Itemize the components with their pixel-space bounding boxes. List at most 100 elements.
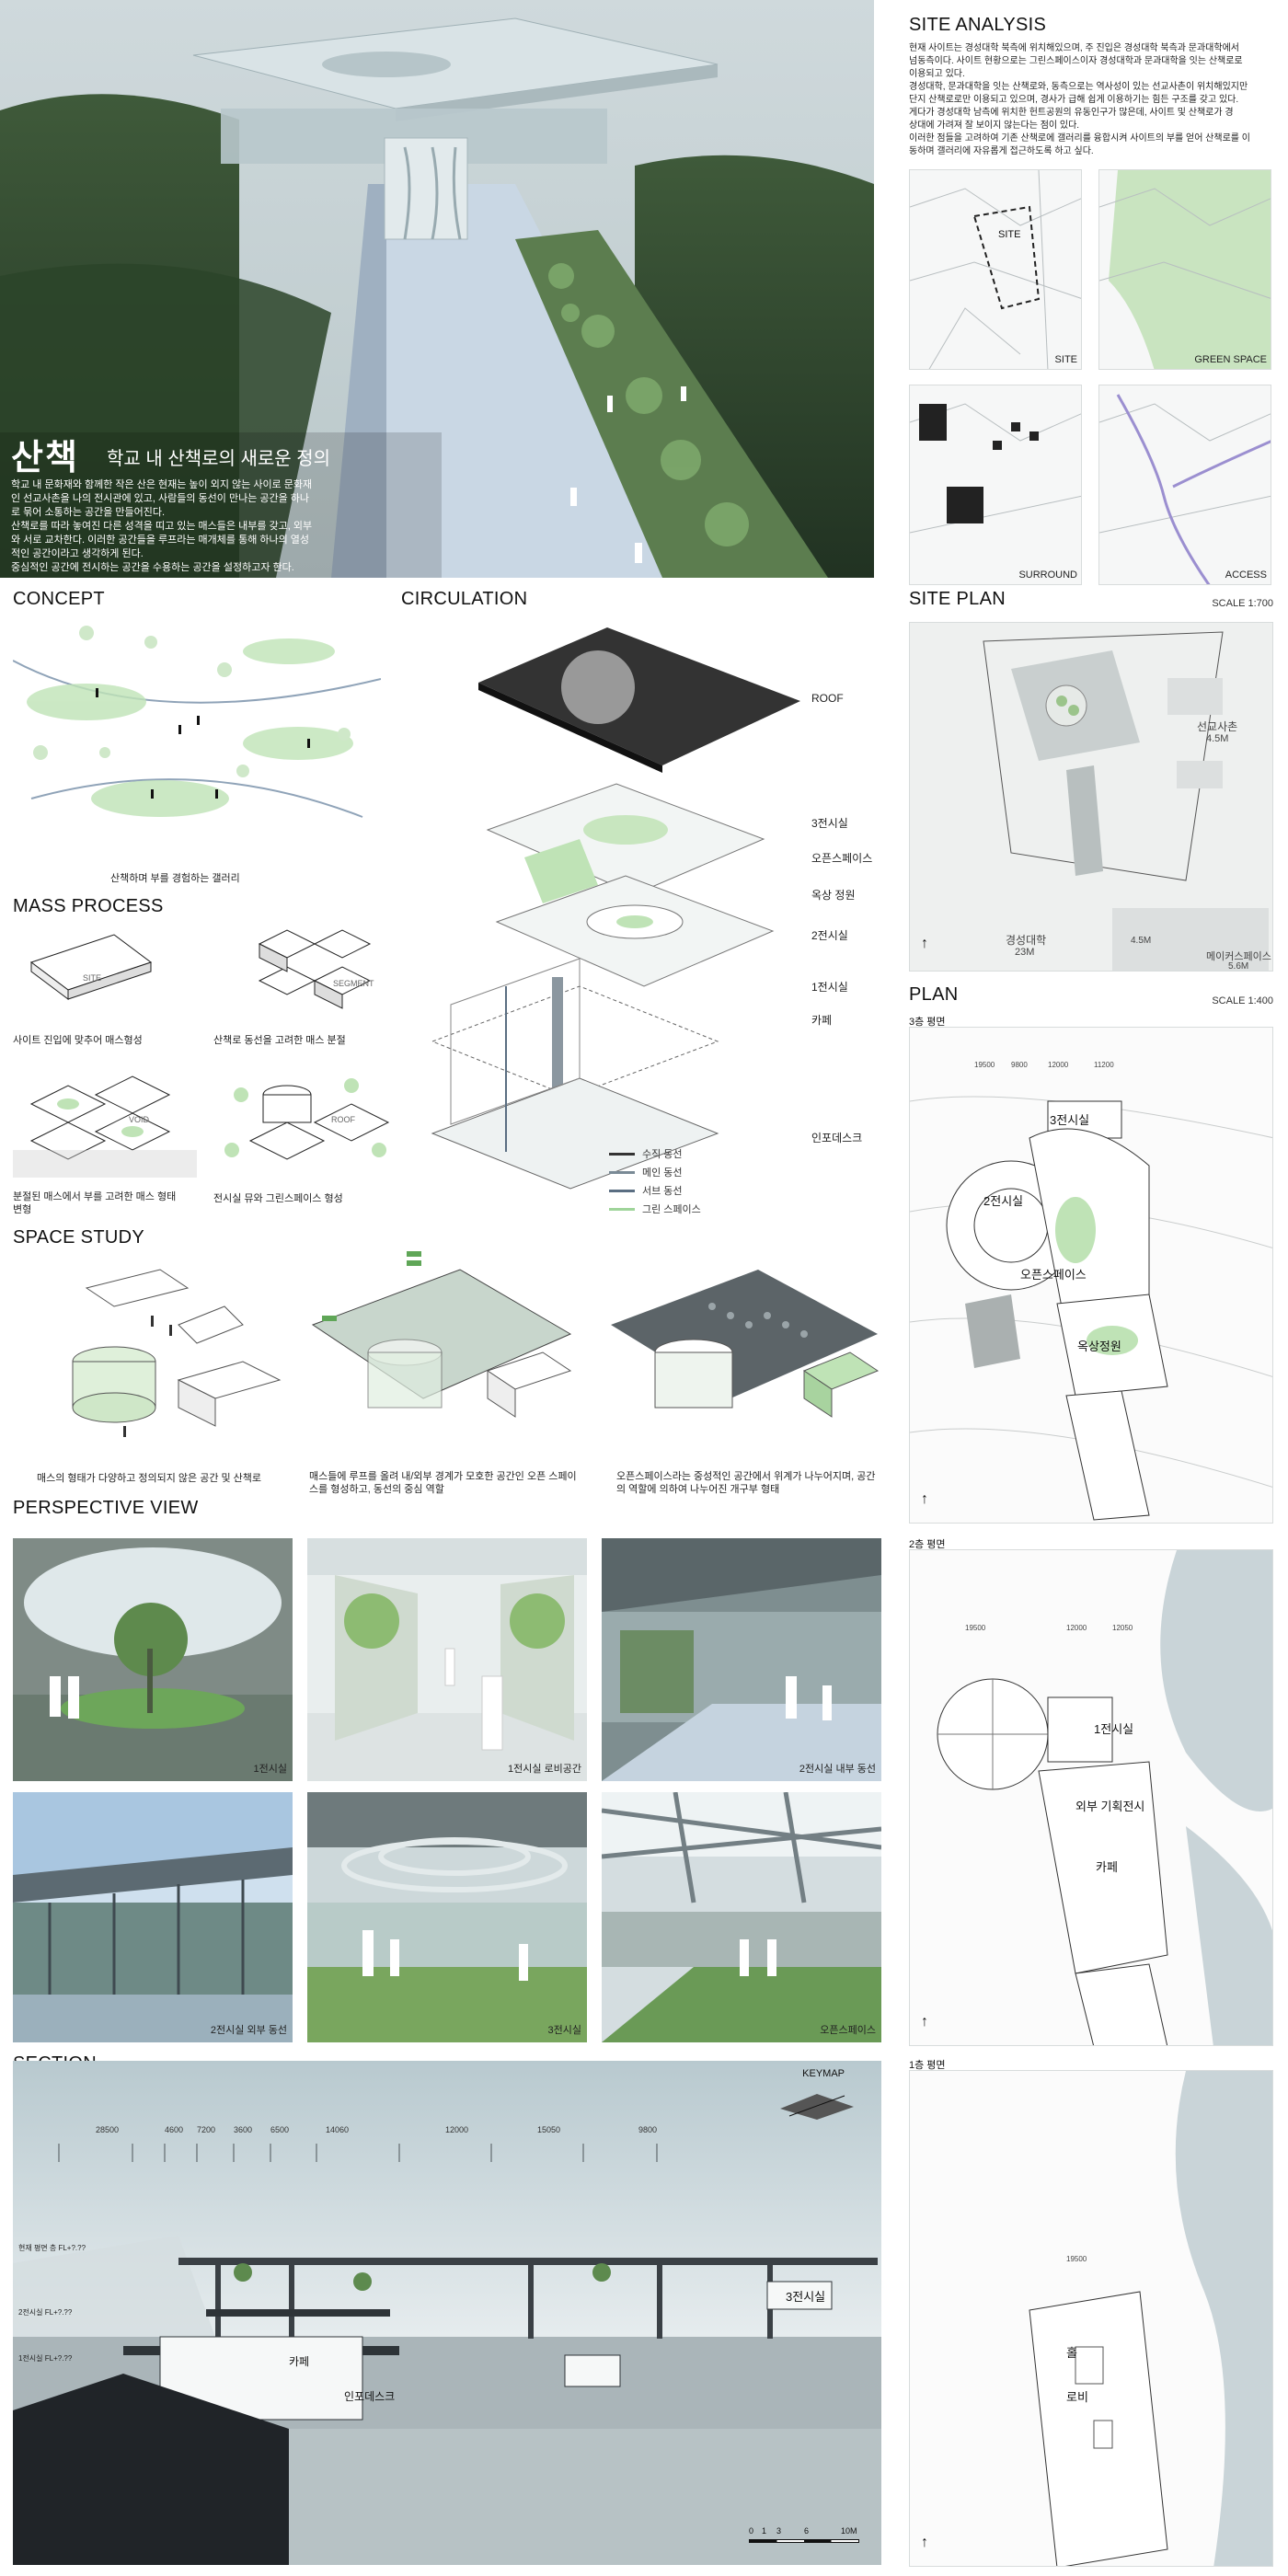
keymap-icon <box>780 2088 854 2122</box>
circ-label-2: 2전시실 <box>811 929 848 942</box>
floor1-room: 로비 <box>1066 2390 1088 2404</box>
floor1-dim: 19500 <box>1066 2255 1087 2263</box>
floor2-title: 2층 평면 <box>909 1539 946 1550</box>
mass-step-3 <box>13 1058 197 1178</box>
dim: 3600 <box>234 2125 253 2134</box>
floor1-plan: 홀 로비 19500 ↑ <box>909 2070 1273 2567</box>
legend-swatch <box>609 1170 635 1174</box>
section-level: 2전시실 FL+?.?? <box>18 2308 73 2317</box>
concept-diagram <box>12 615 382 863</box>
space-study-3 <box>602 1251 887 1444</box>
scale-mark: 6 <box>804 2526 810 2536</box>
plan-heading: PLAN <box>909 984 959 1005</box>
site-plan-label: 경성대학 <box>1006 934 1047 947</box>
site-analysis-paragraph: 현재 사이트는 경성대학 북측에 위치해있으며, 주 진입은 경성대학 북측과 … <box>909 42 1277 158</box>
circulation-heading: CIRCULATION <box>401 589 528 609</box>
site-analysis-line: 경성대학, 문과대학을 잇는 산책로와, 동측으로는 역사성이 있는 선교사촌이… <box>909 82 1248 92</box>
site-analysis-line: 동하며 갤러리에 자유롭게 접근하도록 하고 싶다. <box>909 146 1094 156</box>
site-map-label: SURROUND <box>1018 569 1077 581</box>
dim: 4600 <box>165 2125 184 2134</box>
floor3-room: 옥상정원 <box>1077 1340 1121 1353</box>
dim: 7200 <box>197 2125 216 2134</box>
mass-step-caption: 전시실 뮤와 그린스페이스 형성 <box>213 1193 343 1204</box>
hero-line: 적인 공간이라고 생각하게 된다. <box>11 548 144 559</box>
dim: 6500 <box>270 2125 290 2134</box>
mass-step-tag: SEGMENT <box>333 979 374 988</box>
mass-step-caption: 사이트 진입에 맞추어 매스형성 <box>13 1035 143 1046</box>
scale-mark: 0 <box>749 2526 754 2536</box>
mass-step-1 <box>13 926 197 1027</box>
site-plan-label-sub: 5.6M <box>1228 961 1249 972</box>
circ-label-info: 인포데스크 <box>811 1132 863 1144</box>
hero-line: 중심적인 공간에 전시하는 공간을 수용하는 공간을 설정하고자 한다. <box>11 562 294 573</box>
legend-label: 수직 동선 <box>642 1149 683 1160</box>
plan-scale: SCALE 1:400 <box>1212 995 1273 1006</box>
dim: 9800 <box>638 2125 658 2134</box>
north-arrow-icon: ↑ <box>921 2535 928 2550</box>
perspective-caption: 2전시실 외부 동선 <box>210 2025 287 2036</box>
floor2-dim: 12000 <box>1066 1624 1087 1632</box>
section-room-label: 인포데스크 <box>344 2390 396 2403</box>
section-level: 현재 평면 층 FL+?.?? <box>18 2244 86 2252</box>
section-level: 1전시실 FL+?.?? <box>18 2354 73 2363</box>
floor2-room: 카페 <box>1096 1860 1118 1874</box>
space-study-caption: 매스의 형태가 다양하고 정의되지 않은 공간 및 산책로 <box>37 1473 262 1484</box>
site-plan-label: 선교사촌 <box>1197 720 1238 733</box>
site-map-label: GREEN SPACE <box>1194 354 1267 365</box>
legend-label: 메인 동선 <box>642 1167 683 1179</box>
space-study-caption: 매스들에 루프를 올려 내/외부 경계가 모호한 공간인 오픈 스페이스를 형성… <box>309 1471 577 1495</box>
perspective-caption: 3전시실 <box>547 2025 581 2036</box>
mass-step-tag: SITE <box>83 973 102 983</box>
perspective-3: 2전시실 내부 동선 <box>602 1538 881 1781</box>
circ-label-rooftop: 옥상 정원 <box>811 889 856 902</box>
hero-title-big: 산책 <box>11 439 79 477</box>
site-analysis-line: 게다가 경성대학 남측에 위치한 헌트공원의 유동인구가 많은데, 사이트 및 … <box>909 108 1234 118</box>
floor2-dim: 19500 <box>965 1624 986 1632</box>
floor3-dim: 9800 <box>1011 1061 1028 1069</box>
legend-swatch <box>609 1189 635 1192</box>
circulation-legend: 수직 동선 메인 동선 서브 동선 그린 스페이스 <box>609 1146 701 1220</box>
perspective-caption: 1전시실 <box>253 1764 287 1775</box>
legend-swatch <box>609 1207 635 1211</box>
site-map-green: GREEN SPACE <box>1098 169 1271 370</box>
circ-label-1: 1전시실 <box>811 981 848 994</box>
legend-swatch <box>609 1152 635 1156</box>
mass-process-heading: MASS PROCESS <box>13 896 164 916</box>
floor2-room: 1전시실 <box>1094 1722 1134 1736</box>
circ-label-roof: ROOF <box>811 692 844 705</box>
perspective-5: 3전시실 <box>307 1792 587 2042</box>
hero-line: 산책로를 따라 놓여진 다른 성격을 띠고 있는 매스들은 내부를 갖고, 외부 <box>11 521 313 532</box>
dim: 15050 <box>537 2125 561 2134</box>
legend-label: 서브 동선 <box>642 1186 683 1197</box>
site-plan-label-sub: 4.5M <box>1206 733 1229 744</box>
floor2-dim: 12050 <box>1112 1624 1133 1632</box>
site-analysis-line: 현재 사이트는 경성대학 북측에 위치해있으며, 주 진입은 경성대학 북측과 … <box>909 43 1239 53</box>
circulation-diagram <box>396 618 800 1207</box>
north-arrow-icon: ↑ <box>921 2014 928 2030</box>
legend-item: 그린 스페이스 <box>609 1202 701 1216</box>
site-map-label: ACCESS <box>1225 569 1267 581</box>
space-study-heading: SPACE STUDY <box>13 1227 144 1248</box>
scale-mark: 10M <box>841 2526 857 2536</box>
site-analysis-line: 이용되고 있다. <box>909 69 965 79</box>
circ-label-open: 오픈스페이스 <box>811 852 873 865</box>
site-map-label: SITE <box>1054 354 1077 365</box>
legend-item: 서브 동선 <box>609 1183 701 1198</box>
hero-line: 학교 내 문화재와 함께한 작은 산은 현재는 높이 외지 않는 사이로 문화재 <box>11 479 313 490</box>
hero-render: 산책 학교 내 산책로의 새로운 정의 학교 내 문화재와 함께한 작은 산은 … <box>0 0 874 578</box>
mass-step-4 <box>213 1058 397 1178</box>
scale-mark: 1 <box>762 2526 767 2536</box>
space-study-2 <box>304 1251 580 1444</box>
dim: 14060 <box>326 2125 350 2134</box>
section-room-label: 카페 <box>289 2355 310 2368</box>
hero-line: 인 선교사촌을 나의 전시관에 있고, 사람들의 동선이 만나는 공간을 하나 <box>11 493 310 504</box>
site-plan-label-sub: 23M <box>1015 947 1035 958</box>
perspective-4: 2전시실 외부 동선 <box>13 1792 293 2042</box>
floor3-title: 3층 평면 <box>909 1017 946 1028</box>
site-plan-level: 4.5M <box>1131 936 1152 946</box>
floor2-room: 외부 기획전시 <box>1075 1800 1145 1813</box>
section-room-label: 3전시실 <box>786 2290 826 2304</box>
hero-paragraph: 학교 내 문화재와 함께한 작은 산은 현재는 높이 외지 않는 사이로 문화재… <box>11 478 416 575</box>
mass-step-tag: VOID <box>129 1115 150 1124</box>
site-analysis-line: 단지 산책로로만 이용되고 있으며, 경사가 급해 쉽게 이용하기는 힘든 구조… <box>909 95 1239 105</box>
